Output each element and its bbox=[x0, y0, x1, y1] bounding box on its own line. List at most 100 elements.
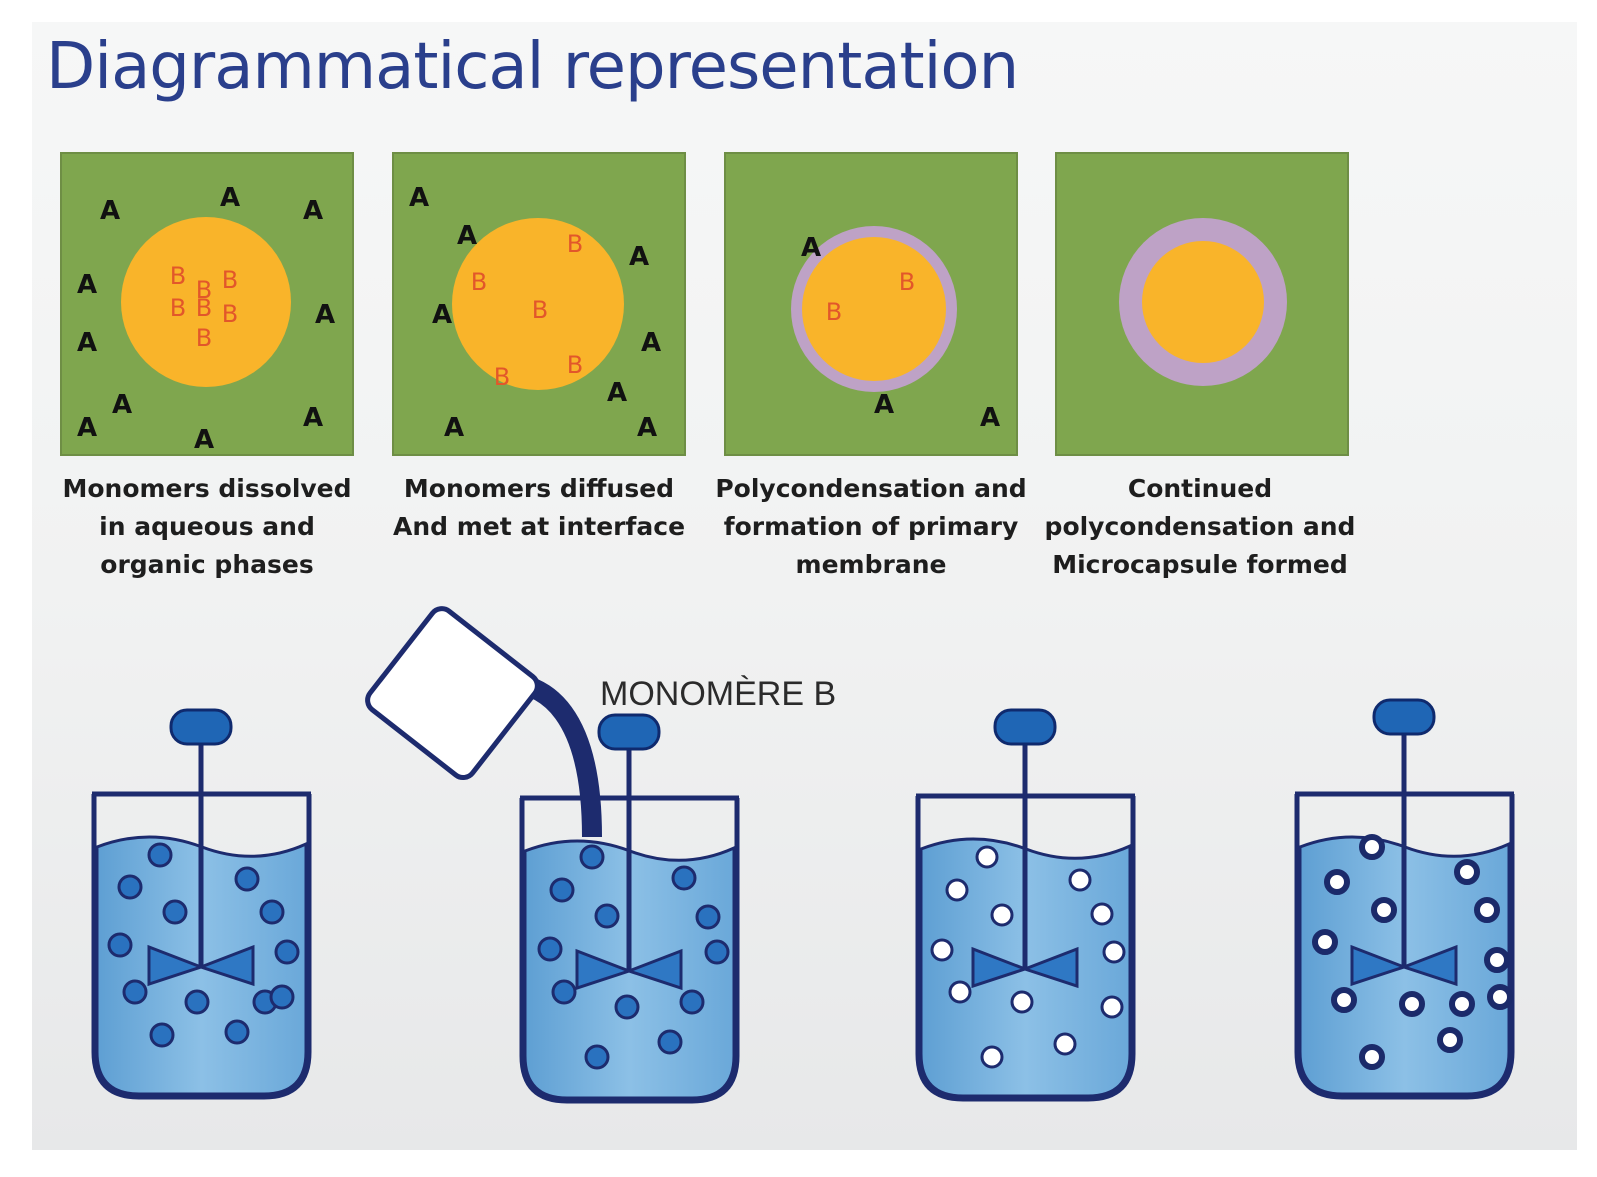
monomer-a-label: A bbox=[444, 413, 464, 443]
capsule-particle-icon bbox=[1474, 897, 1500, 923]
page-title: Diagrammatical representation bbox=[46, 30, 1019, 104]
monomer-b-label: B bbox=[899, 268, 915, 296]
capsule-particle-icon bbox=[1449, 991, 1475, 1017]
capsule-particle-icon bbox=[269, 984, 295, 1010]
capsule-particle-icon bbox=[679, 989, 705, 1015]
capsule-particle-icon bbox=[990, 903, 1014, 927]
capsule-particle-icon bbox=[117, 874, 143, 900]
capsule-particle-icon bbox=[1053, 1032, 1077, 1056]
beaker-stirrer-icon bbox=[1294, 698, 1515, 1100]
beaker-stirrer-icon bbox=[519, 713, 740, 1104]
monomer-b-label: B bbox=[567, 230, 583, 258]
capsule-particle-icon bbox=[1359, 1044, 1385, 1070]
capsule-particle-icon bbox=[1100, 995, 1124, 1019]
monomer-a-label: A bbox=[77, 270, 97, 300]
monomer-a-label: A bbox=[607, 378, 627, 408]
capsule-particle-icon bbox=[1399, 991, 1425, 1017]
capsule-particle-icon bbox=[537, 936, 563, 962]
caption-line: polycondensation and bbox=[1044, 512, 1356, 541]
capsule-particle-icon bbox=[549, 877, 575, 903]
monomer-b-label: B bbox=[471, 268, 487, 296]
beaker-stirrer-icon bbox=[915, 708, 1136, 1102]
capsule-particle-icon bbox=[122, 979, 148, 1005]
capsule-particle-icon bbox=[1331, 987, 1357, 1013]
capsule-particle-icon bbox=[1102, 940, 1126, 964]
monomer-b-label: B bbox=[170, 262, 186, 290]
monomer-b-label: B bbox=[196, 324, 212, 352]
capsule-particle-icon bbox=[1312, 929, 1338, 955]
capsule-particle-icon bbox=[259, 899, 285, 925]
capsule-particle-icon bbox=[704, 939, 730, 965]
monomer-a-label: A bbox=[77, 413, 97, 443]
monomer-b-label: B bbox=[196, 294, 212, 322]
capsule-particle-icon bbox=[149, 1022, 175, 1048]
caption-line: Monomers dissolved bbox=[62, 474, 352, 503]
monomer-b-label: B bbox=[196, 276, 212, 304]
capsule-particle-icon bbox=[614, 994, 640, 1020]
monomer-a-label: A bbox=[457, 221, 477, 251]
monomer-a-label: A bbox=[303, 403, 323, 433]
capsule-particle-icon bbox=[1090, 902, 1114, 926]
capsule-particle-icon bbox=[1010, 990, 1034, 1014]
caption-line: Polycondensation and bbox=[715, 474, 1027, 503]
monomer-b-label: B bbox=[567, 351, 583, 379]
monomer-a-label: A bbox=[641, 328, 661, 358]
capsule-particle-icon bbox=[657, 1029, 683, 1055]
capsule-particle-icon bbox=[980, 1045, 1004, 1069]
capsule-particle-icon bbox=[1359, 834, 1385, 860]
capsule-particle-icon bbox=[1324, 869, 1350, 895]
capsule-particle-icon bbox=[579, 844, 605, 870]
panel-microcapsule-formed bbox=[1055, 152, 1349, 456]
caption-panel-3: Polycondensation and formation of primar… bbox=[706, 470, 1036, 584]
capsule-particle-icon bbox=[162, 899, 188, 925]
caption-line: organic phases bbox=[100, 550, 314, 579]
capsule-particle-icon bbox=[1068, 868, 1092, 892]
stirrer-cap-icon bbox=[169, 708, 233, 746]
caption-line: membrane bbox=[795, 550, 947, 579]
monomer-b-label: B bbox=[170, 294, 186, 322]
caption-line: Microcapsule formed bbox=[1052, 550, 1348, 579]
capsule-particle-icon bbox=[594, 903, 620, 929]
monomer-b-label: B bbox=[532, 296, 548, 324]
monomer-a-label: A bbox=[637, 413, 657, 443]
monomer-b-label: B bbox=[826, 298, 842, 326]
monomer-a-label: A bbox=[77, 328, 97, 358]
monomer-a-label: A bbox=[194, 425, 214, 455]
capsule-particle-icon bbox=[234, 866, 260, 892]
stirrer-cap-icon bbox=[993, 708, 1057, 746]
caption-line: And met at interface bbox=[392, 512, 686, 541]
capsule-particle-icon bbox=[147, 842, 173, 868]
monomer-b-label: B bbox=[222, 266, 238, 294]
monomer-a-label: A bbox=[303, 196, 323, 226]
monomer-b-label: B bbox=[222, 300, 238, 328]
capsule-particle-icon bbox=[948, 980, 972, 1004]
capsule-particle-icon bbox=[1487, 984, 1513, 1010]
capsule-particle-icon bbox=[930, 938, 954, 962]
monomer-a-label: A bbox=[874, 390, 894, 420]
caption-line: in aqueous and bbox=[99, 512, 315, 541]
panel-4-illustration bbox=[1055, 152, 1349, 456]
caption-line: Continued bbox=[1127, 474, 1273, 503]
monomer-a-label: A bbox=[112, 390, 132, 420]
capsule-particle-icon bbox=[1371, 897, 1397, 923]
monomer-a-label: A bbox=[801, 233, 821, 263]
capsule-particle-icon bbox=[1454, 859, 1480, 885]
capsule-particle-icon bbox=[671, 865, 697, 891]
capsule-particle-icon bbox=[224, 1019, 250, 1045]
caption-panel-4: Continued polycondensation and Microcaps… bbox=[1035, 470, 1365, 584]
monomer-b-label: MONOMÈRE B bbox=[600, 675, 837, 713]
capsule-particle-icon bbox=[695, 904, 721, 930]
caption-line: formation of primary bbox=[723, 512, 1019, 541]
capsule-particle-icon bbox=[551, 979, 577, 1005]
monomer-a-label: A bbox=[409, 183, 429, 213]
capsule-particle-icon bbox=[975, 845, 999, 869]
stirrer-cap-icon bbox=[1372, 698, 1436, 736]
capsule-particle-icon bbox=[274, 939, 300, 965]
beaker-sequence bbox=[91, 606, 1515, 1104]
